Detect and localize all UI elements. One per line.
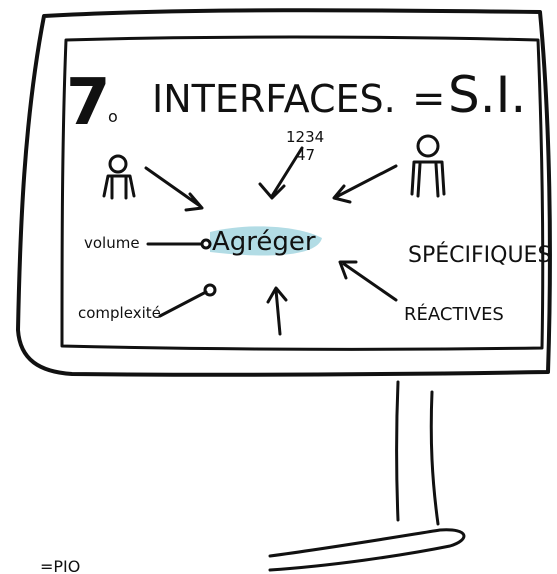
reactives-arrow — [338, 260, 398, 302]
section-number: 7 — [66, 66, 111, 140]
center-word: Agréger — [212, 227, 316, 257]
section-number-dot: o — [108, 107, 118, 126]
complexite-arrow-end — [203, 283, 217, 297]
specifiques-label: SPÉCIFIQUES — [408, 242, 551, 268]
monitor-stand-right — [429, 390, 440, 526]
si-label: S.I. — [448, 66, 526, 124]
equals-sign: = — [412, 76, 446, 122]
person-icon-left — [102, 154, 136, 200]
right-person-arrow — [332, 164, 398, 204]
center-highlight — [210, 226, 322, 256]
monitor-stand — [395, 380, 400, 522]
interfaces-title: INTERFACES. — [152, 77, 396, 121]
top-numbers-line1: 1234 — [286, 128, 324, 146]
reactives-label: RÉACTIVES — [404, 303, 504, 325]
complexite-arrow — [158, 290, 208, 318]
monitor-inner-screen — [60, 35, 545, 351]
top-arrow — [258, 146, 304, 200]
monitor-outer-frame — [16, 8, 552, 377]
volume-label: volume — [84, 234, 140, 252]
bottom-fragment: =PIO — [40, 557, 80, 574]
volume-arrow-end — [200, 238, 212, 250]
person-icon-right — [410, 134, 446, 198]
bottom-up-arrow — [266, 286, 288, 336]
monitor-base — [268, 528, 466, 572]
left-person-arrow — [144, 166, 204, 212]
complexite-label: complexité — [78, 304, 161, 322]
